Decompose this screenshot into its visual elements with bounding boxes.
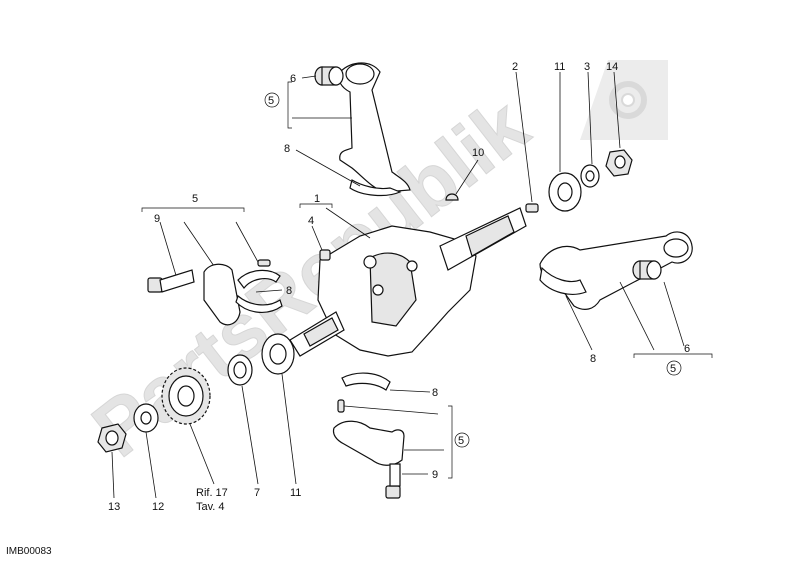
reference-line-1: Rif. 17 [196, 487, 228, 499]
callout-3: 3 [584, 61, 590, 73]
callout-2: 2 [512, 61, 518, 73]
bolt-left [147, 269, 195, 293]
dowel-pin-left [257, 259, 271, 267]
spacer-7 [227, 354, 253, 386]
callout-10: 10 [472, 147, 484, 159]
bearing-shell-left [235, 269, 283, 313]
callout-8-bottom: 8 [432, 387, 438, 399]
callout-14: 14 [606, 61, 618, 73]
callout-8-left: 8 [286, 285, 292, 297]
bushing-right [632, 260, 662, 280]
gear-watermark-icon [580, 60, 668, 140]
callout-11-bottom: 11 [290, 487, 301, 499]
callout-4: 4 [308, 215, 314, 227]
nut-14 [605, 149, 633, 177]
callout-5-right-circle [666, 360, 682, 376]
bearing-shell-bottom [341, 372, 391, 391]
callout-13: 13 [108, 501, 120, 513]
nut-13 [97, 423, 127, 453]
callout-5-top-circle [264, 92, 280, 108]
washer-12 [133, 403, 159, 433]
callout-5-top: 5 [268, 95, 274, 107]
dowel-pin-bottom [337, 399, 345, 413]
callout-11-top: 11 [554, 61, 565, 73]
reference-line-2: Tav. 4 [196, 501, 225, 513]
bolt-bottom [385, 463, 401, 499]
callout-5-bottom: 5 [458, 435, 464, 447]
callout-1: 1 [314, 193, 320, 205]
callout-12: 12 [152, 501, 164, 513]
washer-11-bottom [261, 333, 295, 375]
image-code: IMB00083 [6, 546, 52, 557]
connecting-rod-top [338, 62, 411, 197]
callout-9-bottom: 9 [432, 469, 438, 481]
key-pin [525, 203, 539, 213]
connecting-rod-right [539, 231, 693, 310]
gear [161, 367, 211, 425]
connecting-rod-cap [332, 420, 405, 466]
callout-5-right: 5 [670, 363, 676, 375]
crank-plug [319, 249, 331, 261]
callout-5-group: 5 [192, 193, 198, 205]
callout-6-top: 6 [290, 73, 296, 85]
callout-9-left: 9 [154, 213, 160, 225]
main-bearing-cap [203, 263, 241, 326]
washer-11-top [548, 172, 582, 212]
callout-8-right: 8 [590, 353, 596, 365]
bushing-top [314, 66, 344, 86]
spacer-3 [580, 164, 600, 188]
crankshaft [289, 207, 527, 357]
callout-5-bottom-circle [454, 432, 470, 448]
callout-8-top: 8 [284, 143, 290, 155]
callout-6-right: 6 [684, 343, 690, 355]
callout-7: 7 [254, 487, 260, 499]
woodruff-key [445, 193, 459, 201]
